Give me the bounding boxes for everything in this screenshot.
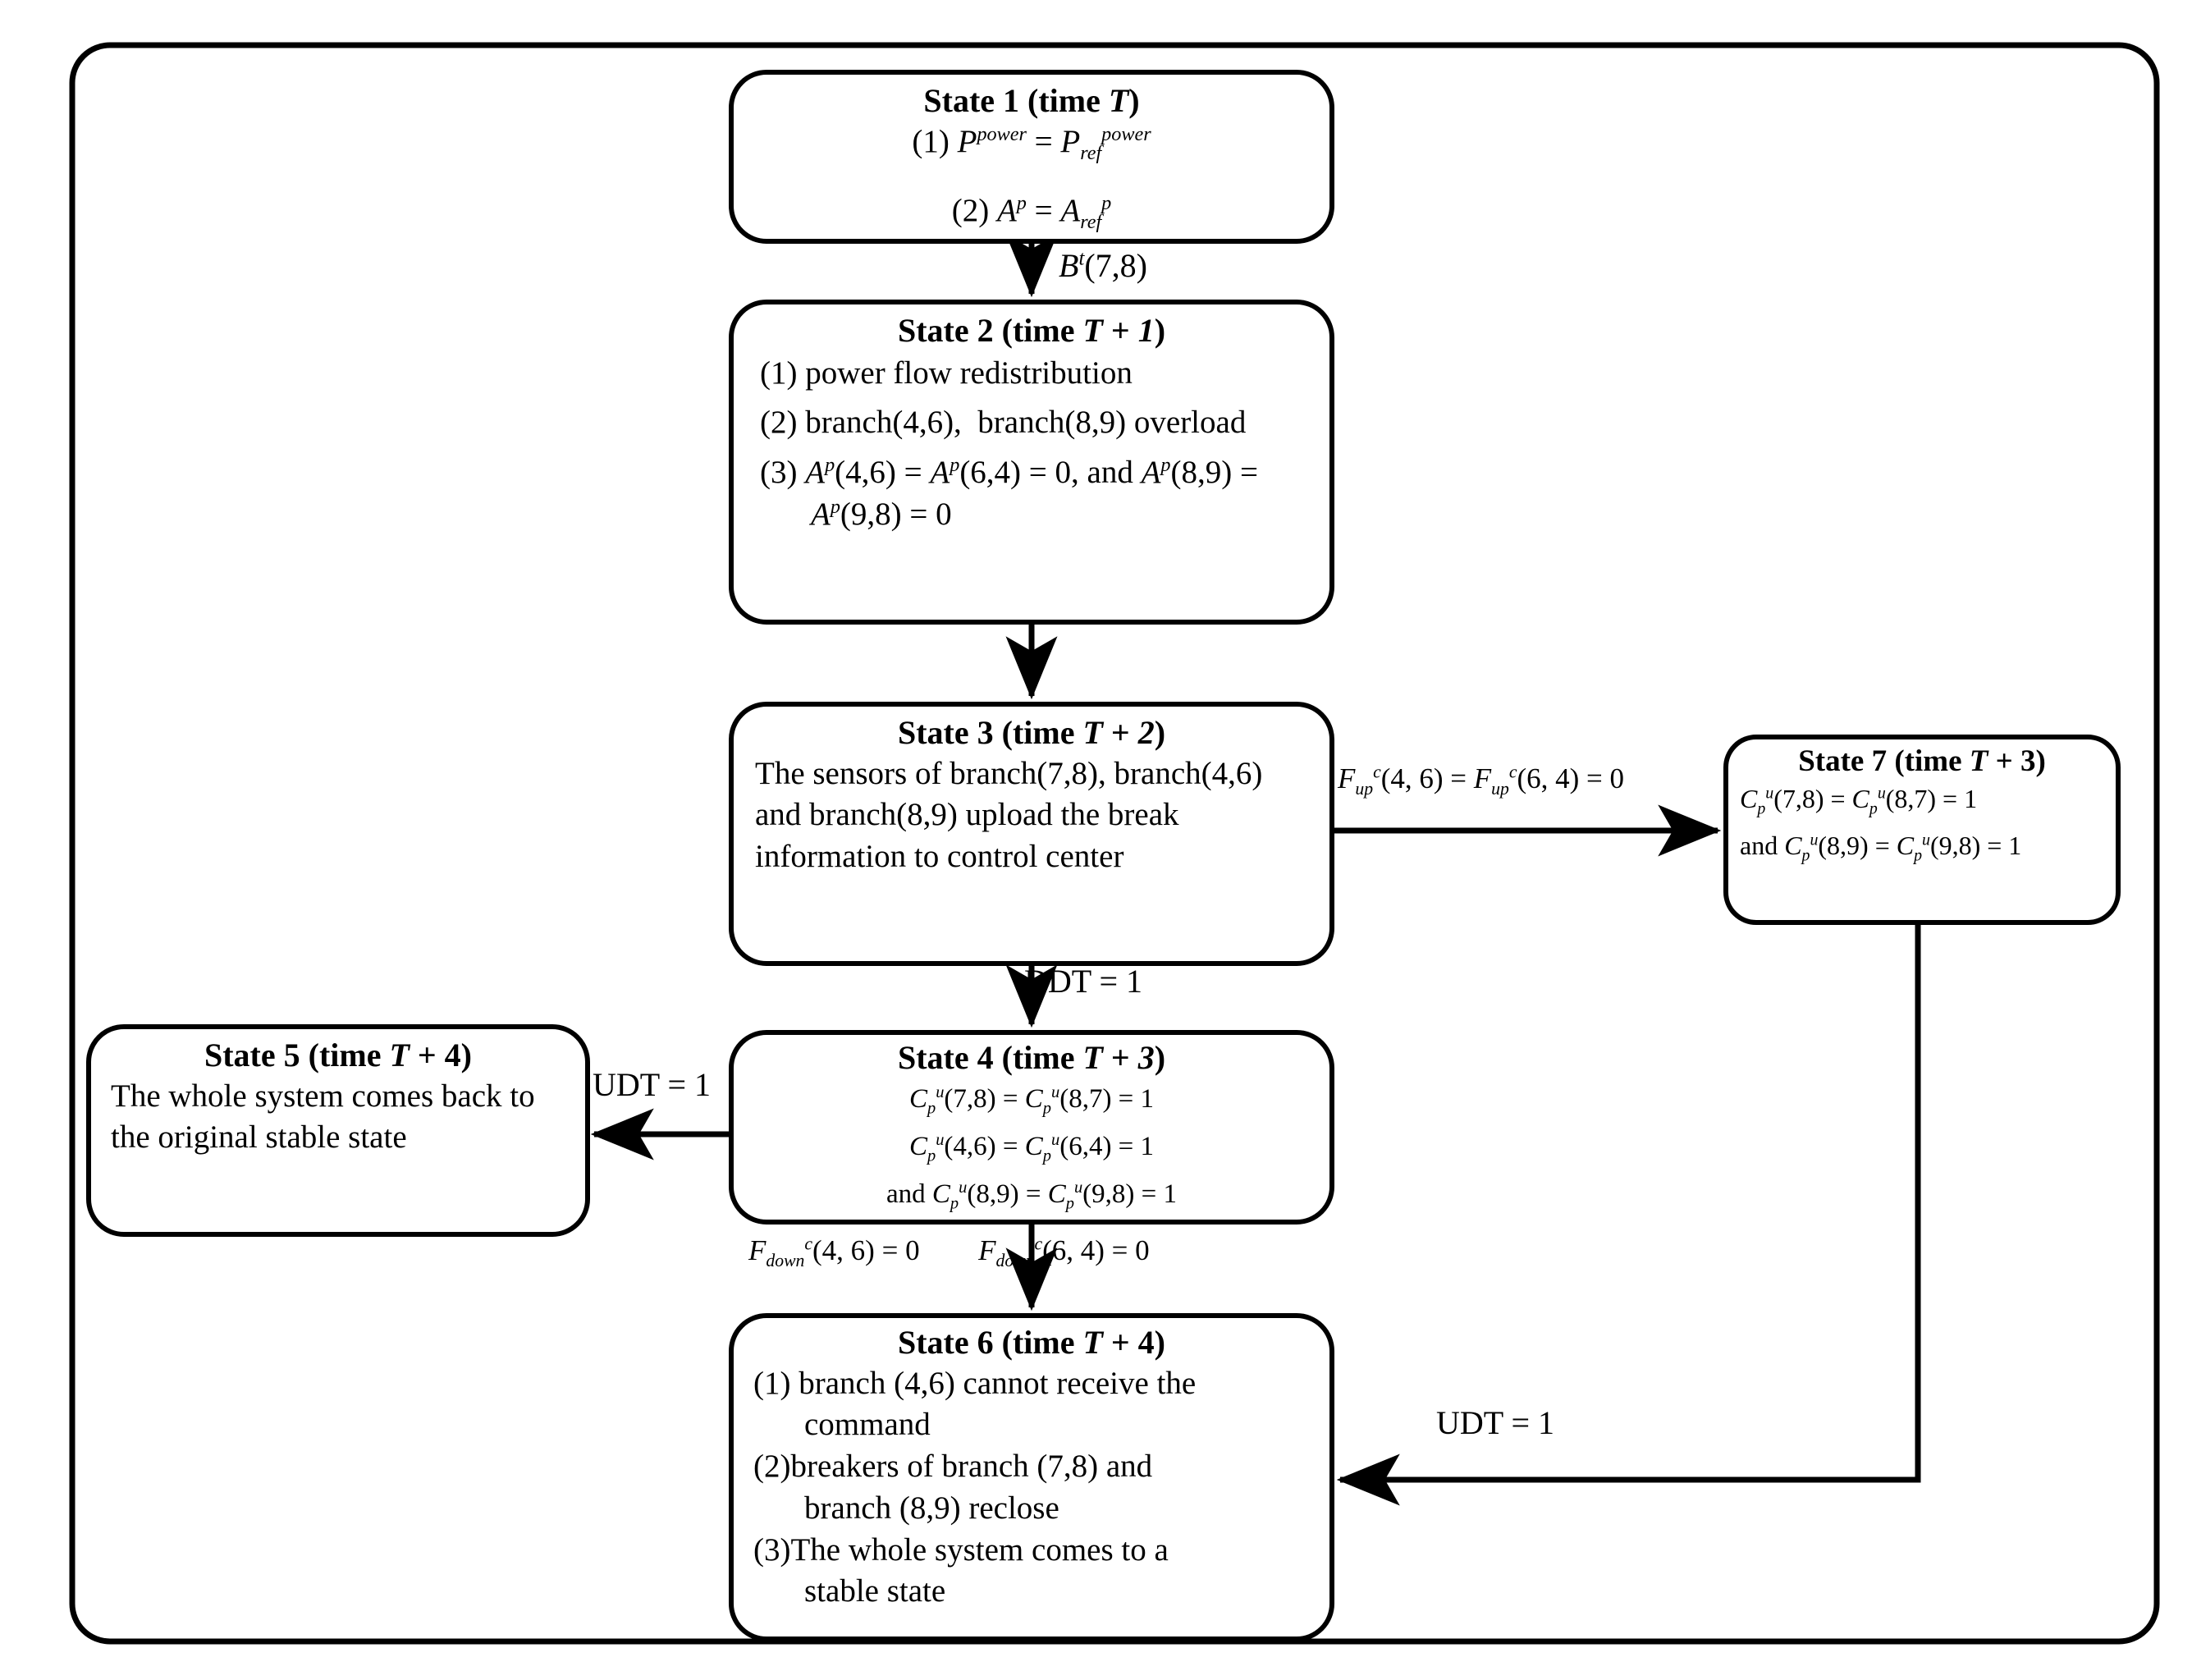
state-7-body: Cpu(7,8) = Cpu(8,7) = 1 and Cpu(8,9) = C… [1728, 778, 2116, 864]
state-6-line-3: (3)The whole system comes to a [753, 1531, 1169, 1568]
state-7-line-2: and Cpu(8,9) = Cpu(9,8) = 1 [1740, 830, 2022, 865]
state-6-body: (1) branch (4,6) cannot receive the comm… [734, 1362, 1329, 1613]
state-4-line-3: and Cpu(8,9) = Cpu(9,8) = 1 [886, 1179, 1177, 1213]
edge-label-fup: Fupc(4, 6) = Fupc(6, 4) = 0 [1338, 762, 1625, 799]
edge-label-udt-right: UDT = 1 [1436, 1404, 1555, 1441]
state-5-title: State 5 (time T + 4) [204, 1037, 473, 1073]
outer-frame [69, 42, 2160, 1645]
state-4-line-1: Cpu(7,8) = Cpu(8,7) = 1 [908, 1083, 1155, 1118]
state-6-line-2b: branch (8,9) reclose [804, 1490, 1059, 1526]
state-6-title: State 6 (time T + 4) [897, 1324, 1166, 1361]
edge-state7-state6 [1336, 925, 1921, 1506]
edge-label-b78: Bt(7,8) [1059, 247, 1147, 284]
state-6-line-1b: command [804, 1407, 931, 1443]
state-6-line-3b: stable state [804, 1573, 946, 1609]
node-state-7[interactable]: State 7 (time T + 3) Cpu(7,8) = Cpu(8,7)… [1723, 735, 2121, 925]
node-state-6[interactable]: State 6 (time T + 4) (1) branch (4,6) ca… [729, 1313, 1334, 1641]
state-2-body: (1) power flow redistribution (2) branch… [734, 350, 1329, 536]
state-4-title: State 4 (time T + 3) [897, 1039, 1166, 1076]
state-1-line-1: (1) Ppower = Prefpower [912, 122, 1151, 164]
state-4-body: Cpu(7,8) = Cpu(8,7) = 1 Cpu(4,6) = Cpu(6… [734, 1077, 1329, 1215]
edge-label-fdown: Fdownc(4, 6) = 0 Fdownc(6, 4) = 0 [748, 1234, 1150, 1270]
node-state-2[interactable]: State 2 (time T + 1) (1) power flow redi… [729, 300, 1334, 625]
state-2-line-3: (3) Ap(4,6) = Ap(6,4) = 0, and Ap(8,9) =… [760, 454, 1258, 532]
state-4-line-2: Cpu(4,6) = Cpu(6,4) = 1 [908, 1130, 1155, 1165]
state-3-title: State 3 (time T + 2) [897, 714, 1166, 751]
state-7-title: State 7 (time T + 3) [1798, 744, 2046, 778]
state-5-body: The whole system comes back to the origi… [111, 1078, 535, 1156]
state-1-line-2: (2) Ap = Arefp [951, 192, 1112, 234]
state-1-body: (1) Ppower = Prefpower (2) Ap = Arefp [734, 121, 1329, 232]
state-6-line-2: (2)breakers of branch (7,8) and [753, 1449, 1153, 1485]
state-1-title: State 1 (time T) [923, 82, 1140, 119]
state-7-line-1: Cpu(7,8) = Cpu(8,7) = 1 [1740, 784, 1978, 818]
edge-label-ddt: DDT = 1 [1024, 963, 1143, 1000]
state-2-line-1: (1) power flow redistribution [760, 355, 1133, 391]
node-state-1[interactable]: State 1 (time T) (1) Ppower = Prefpower … [729, 70, 1334, 244]
state-3-body: The sensors of branch(7,8), branch(4,6) … [755, 755, 1263, 875]
edge-label-udt-left: UDT = 1 [593, 1066, 712, 1103]
state-2-title: State 2 (time T + 1) [897, 312, 1166, 349]
state-2-line-2: (2) branch(4,6), branch(8,9) overload [760, 405, 1247, 441]
node-state-3[interactable]: State 3 (time T + 2) The sensors of bran… [729, 702, 1334, 966]
node-state-4[interactable]: State 4 (time T + 3) Cpu(7,8) = Cpu(8,7)… [729, 1030, 1334, 1225]
state-6-line-1: (1) branch (4,6) cannot receive the [753, 1365, 1197, 1401]
node-state-5[interactable]: State 5 (time T + 4) The whole system co… [86, 1024, 590, 1237]
